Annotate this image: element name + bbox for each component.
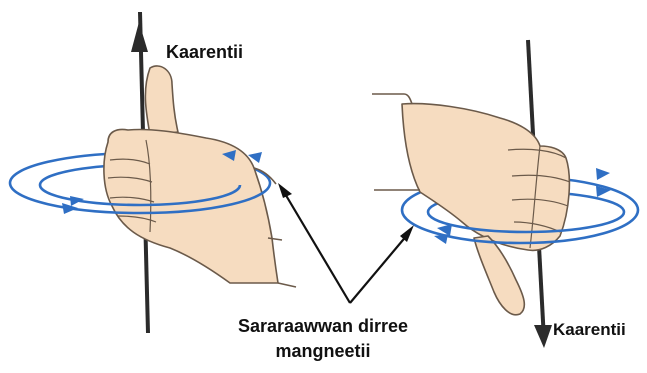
- triangle-arrowhead-icon: [596, 168, 610, 180]
- triangle-arrowhead-icon: [434, 234, 448, 244]
- triangle-arrowhead-icon: [62, 203, 78, 214]
- caption-line-2: mangneetii: [228, 339, 418, 364]
- left-current-arrow-icon: [131, 22, 148, 52]
- right-fist: [402, 104, 569, 251]
- pointer-line-right: [350, 234, 408, 303]
- left-hand-rule-group: [10, 12, 296, 333]
- current-label-left: Kaarentii: [166, 42, 243, 63]
- pointer-arrow-left-icon: [278, 183, 292, 198]
- right-hand-rule-group: [372, 40, 638, 348]
- current-label-right: Kaarentii: [553, 320, 626, 340]
- right-current-arrow-icon: [534, 325, 552, 348]
- caption-line-1: Sararaawwan dirree: [228, 314, 418, 339]
- magnetic-field-caption: Sararaawwan dirree mangneetii: [228, 314, 418, 364]
- left-thumb: [145, 66, 178, 135]
- left-fist: [104, 129, 278, 283]
- pointer-lines: [278, 183, 414, 303]
